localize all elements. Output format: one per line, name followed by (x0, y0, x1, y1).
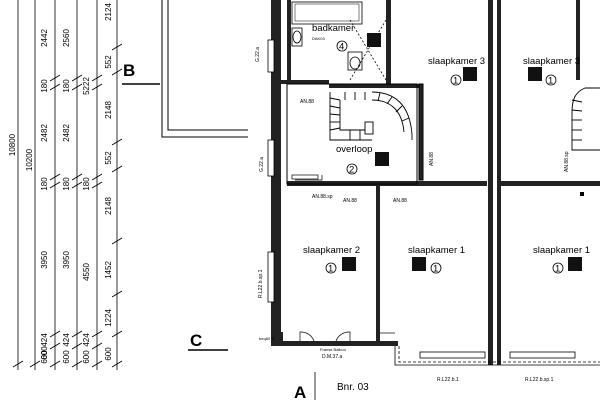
grid-label-c: C (190, 331, 202, 350)
dim-col3-0: 2442 (40, 29, 49, 47)
dim-col6-7: 600 (104, 347, 113, 361)
label-dakraam: DAK03 (312, 36, 325, 41)
staircase (329, 91, 413, 141)
dim-col4-5: 424 (62, 333, 71, 347)
label-an88-right: AN.88.sp (564, 151, 570, 172)
doors (295, 175, 395, 342)
room-badkamer: badkamer (312, 23, 354, 34)
landing (286, 83, 424, 185)
dim-col3-7: 600 (40, 350, 49, 364)
room-slaapkamer1-a: slaapkamer 1 (408, 245, 465, 256)
dimension-labels: 10800 10200 2442 180 2482 180 3950 600 4… (8, 3, 113, 364)
label-g22a-top: G.22.a (255, 47, 261, 62)
label-an88-d: AN.88 (429, 152, 435, 166)
radiator-symbols (342, 33, 582, 271)
room-overloop: overloop (336, 144, 372, 155)
roof-outline (161, 0, 248, 138)
room-overloop-number: 2 (349, 165, 354, 176)
room-slaapkamer1-a-number: 1 (433, 264, 438, 275)
dim-col4-2: 2482 (62, 124, 71, 142)
dim-col6-1: 552 (104, 55, 113, 69)
dim-col6-4: 2148 (104, 197, 113, 215)
label-rl22-bottom-a: R.L22.b.1 (437, 377, 459, 383)
room-slaapkamer3-b-number: 1 (548, 76, 553, 87)
dim-col6-2: 2148 (104, 101, 113, 119)
room-slaapkamer3-a: slaapkamer 3 (428, 56, 485, 67)
windows (267, 39, 600, 366)
dim-col5-3: 424 (82, 333, 91, 347)
annotations: G.22.a G.22.a AN.88 AN.88 AN.88 AN.88 AN… (255, 36, 570, 383)
dim-col1-0: 10800 (8, 133, 17, 156)
grid-label-b: B (123, 61, 135, 80)
dim-col5-4: 600 (82, 350, 91, 364)
label-bearer: beq80 ⊕ (259, 336, 275, 341)
grid-axes (122, 83, 316, 400)
room-slaapkamer1-b: slaapkamer 1 (533, 245, 590, 256)
grid-label-a: A (294, 383, 306, 400)
bathroom-fixtures (291, 1, 387, 81)
markers (291, 174, 584, 196)
dim-col6-6: 1224 (104, 309, 113, 327)
dim-col5-1: 180 (82, 177, 91, 191)
dim-col3-3: 180 (40, 177, 49, 191)
room-slaapkamer3-b: slaapkamer 3 (523, 56, 580, 67)
room-slaapkamer3-a-number: 1 (453, 76, 458, 87)
dim-col3-5: 600 (40, 346, 49, 360)
label-dm37: D.M.37.a (322, 354, 343, 360)
dim-col3-6: 424 (40, 333, 49, 347)
dim-col3-2: 2482 (40, 124, 49, 142)
walls (271, 0, 600, 365)
dim-col6-5: 1452 (104, 261, 113, 279)
staircase-right (571, 87, 600, 151)
dim-col6-0: 2124 (104, 3, 113, 21)
dim-col4-3: 180 (62, 177, 71, 191)
dim-col5-2: 4550 (82, 263, 91, 281)
dim-col3-4: 3950 (40, 251, 49, 269)
room-slaapkamer2-number: 1 (328, 264, 333, 275)
room-slaapkamer2: slaapkamer 2 (303, 245, 360, 256)
label-an88-a: AN.88 (300, 99, 314, 105)
label-g22a-mid: G.22.a (259, 157, 265, 172)
label-an88-b: AN.88 (343, 198, 357, 204)
label-an88-sp: AN.88.sp (312, 194, 333, 200)
room-slaapkamer1-b-number: 1 (555, 264, 560, 275)
label-an88-c: AN.88 (393, 198, 407, 204)
dim-col4-1: 180 (62, 79, 71, 93)
dim-col4-4: 3950 (62, 251, 71, 269)
dim-col4-6: 600 (62, 350, 71, 364)
dim-col4-0: 2560 (62, 29, 71, 47)
label-rl22: R.L22.b.sp.1 (258, 269, 264, 298)
dim-col3-1: 180 (40, 79, 49, 93)
dim-col6-3: 552 (104, 151, 113, 165)
room-labels: badkamer 4 overloop 2 slaapkamer 3 1 sla… (303, 23, 590, 275)
bnr-label: Bnr. 03 (337, 382, 369, 393)
label-rl22-bottom-b: R.L22.b.sp.1 (525, 377, 554, 383)
room-badkamer-number: 4 (339, 42, 344, 53)
dimension-chains (12, 0, 123, 370)
label-frans: Franse Balkon (320, 347, 346, 352)
dim-col2-0: 10200 (25, 148, 34, 171)
dim-col5-0: 5222 (82, 77, 91, 95)
